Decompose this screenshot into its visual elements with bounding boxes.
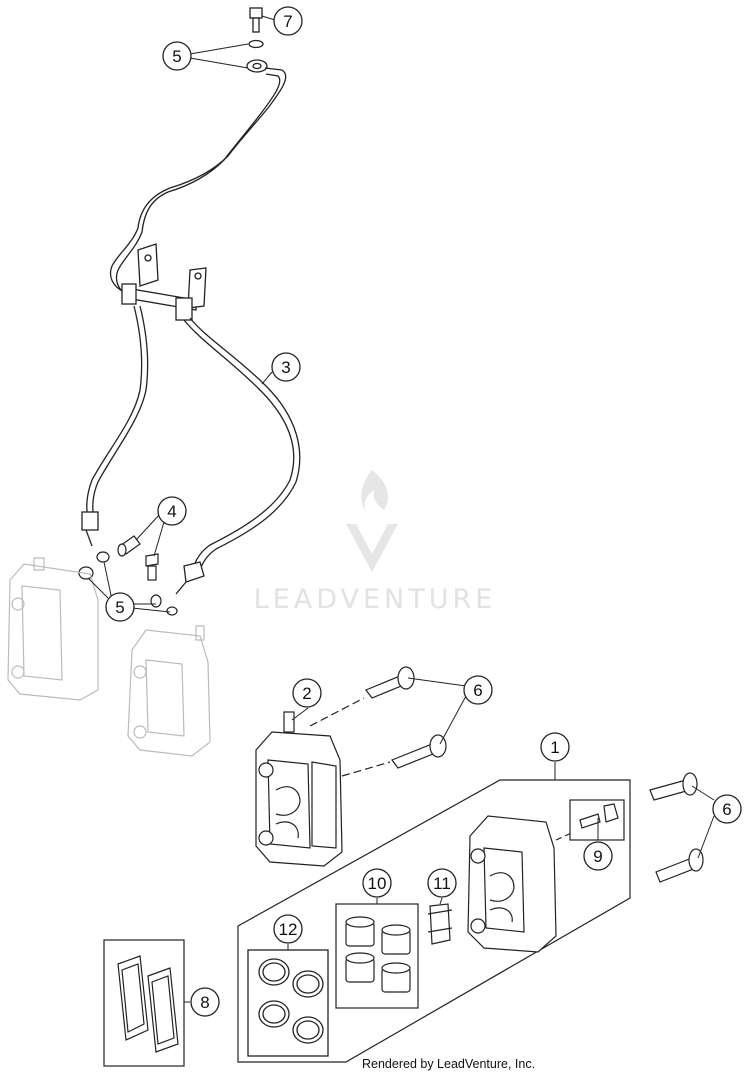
watermark-v-icon — [346, 524, 398, 572]
brake-hoses — [81, 7, 301, 595]
callout-5-top: 5 — [162, 41, 192, 71]
watermark: LEADVENTURE — [254, 470, 497, 615]
washer-right-1 — [150, 594, 162, 608]
banjo-fitting — [246, 59, 268, 73]
svg-text:6: 6 — [473, 681, 482, 700]
callout-12: 12 — [273, 914, 303, 944]
kit-frame-1 — [237, 779, 631, 1063]
seals-box-12 — [247, 949, 329, 1057]
leader-lines — [87, 15, 715, 1003]
caliper-2-bleeder — [283, 711, 295, 733]
watermark-text: LEADVENTURE — [254, 584, 497, 615]
svg-text:11: 11 — [433, 874, 451, 893]
bleeder-valve — [145, 553, 159, 567]
callout-10: 10 — [362, 868, 392, 898]
clip-11 — [427, 903, 453, 945]
callout-11: 11 — [427, 868, 457, 898]
svg-text:3: 3 — [281, 358, 290, 377]
faded-calipers — [7, 557, 211, 757]
callouts: 7 5 3 4 5 2 6 1 6 9 10 11 12 8 — [105, 6, 742, 1017]
washer-right-2 — [166, 606, 178, 616]
banjo-bolt — [249, 7, 263, 33]
fittings-parts — [78, 535, 178, 616]
svg-text:5: 5 — [115, 598, 124, 617]
caliper-2 — [255, 711, 343, 867]
callout-5-bottom: 5 — [105, 592, 135, 622]
svg-text:7: 7 — [283, 12, 292, 31]
brake-pads-box-8 — [103, 939, 185, 1067]
svg-text:2: 2 — [302, 684, 311, 703]
callout-6-right: 6 — [712, 794, 742, 824]
svg-text:10: 10 — [368, 874, 387, 893]
callout-8: 8 — [190, 987, 220, 1017]
bleeder-kit-9 — [569, 799, 625, 841]
pistons-box-10 — [335, 903, 419, 1009]
callout-4: 4 — [157, 496, 187, 526]
render-credit: Rendered by LeadVenture, Inc. — [362, 1057, 536, 1071]
callout-9: 9 — [583, 841, 613, 871]
callout-7: 7 — [273, 6, 303, 36]
svg-text:6: 6 — [722, 800, 731, 819]
pins-right — [649, 772, 704, 883]
svg-text:5: 5 — [172, 47, 181, 66]
washer-top — [248, 39, 264, 49]
callout-3: 3 — [271, 352, 301, 382]
svg-text:4: 4 — [167, 502, 176, 521]
svg-text:12: 12 — [279, 920, 298, 939]
pins-upper — [309, 666, 447, 777]
caliper-1 — [467, 815, 579, 953]
watermark-flame-icon — [361, 470, 388, 512]
callout-1: 1 — [540, 732, 570, 762]
svg-text:9: 9 — [593, 847, 602, 866]
washer-left-1 — [96, 551, 110, 563]
callout-2: 2 — [292, 678, 322, 708]
svg-text:8: 8 — [200, 993, 209, 1012]
svg-text:1: 1 — [550, 738, 559, 757]
callout-6-top: 6 — [463, 675, 493, 705]
